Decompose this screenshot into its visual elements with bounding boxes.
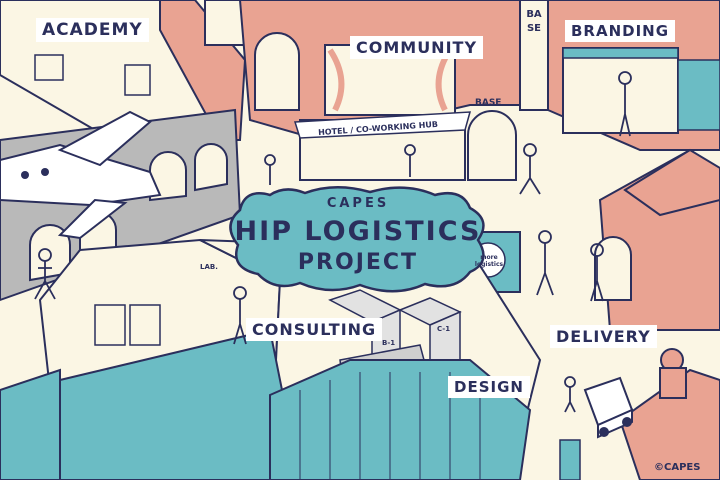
project-title: CAPES HIP LOGISTICS PROJECT — [232, 190, 484, 286]
teal-stairs — [0, 359, 532, 480]
airplane — [0, 110, 162, 240]
title-brand: CAPES — [326, 196, 390, 211]
consulting-label: CONSULTING — [246, 318, 383, 341]
branding-label: BRANDING — [565, 20, 676, 42]
base-vertical-sign: BASE — [526, 9, 542, 34]
academy-building — [0, 0, 256, 141]
box-b1-label: B-1 — [382, 339, 396, 347]
community-building — [238, 0, 549, 181]
title-line-1: HIP LOGISTICS — [234, 216, 482, 247]
truck-sign: more logistics — [474, 254, 504, 268]
title-cloud — [229, 186, 485, 293]
lab-sign: LAB. — [200, 263, 218, 271]
delivery-label: DELIVERY — [550, 325, 657, 348]
design-label: DESIGN — [448, 376, 530, 398]
community-label: COMMUNITY — [350, 36, 484, 59]
delivery-van — [559, 376, 634, 480]
academy-label: ACADEMY — [36, 18, 149, 42]
people-figures — [34, 71, 632, 413]
delivery-house — [594, 148, 720, 331]
credit-text: ©CAPES — [654, 462, 701, 473]
title-line-2: PROJECT — [297, 250, 419, 275]
box-c1-label: C-1 — [437, 325, 451, 333]
base-door-sign: BASE — [475, 98, 502, 108]
rooftop — [618, 348, 720, 480]
